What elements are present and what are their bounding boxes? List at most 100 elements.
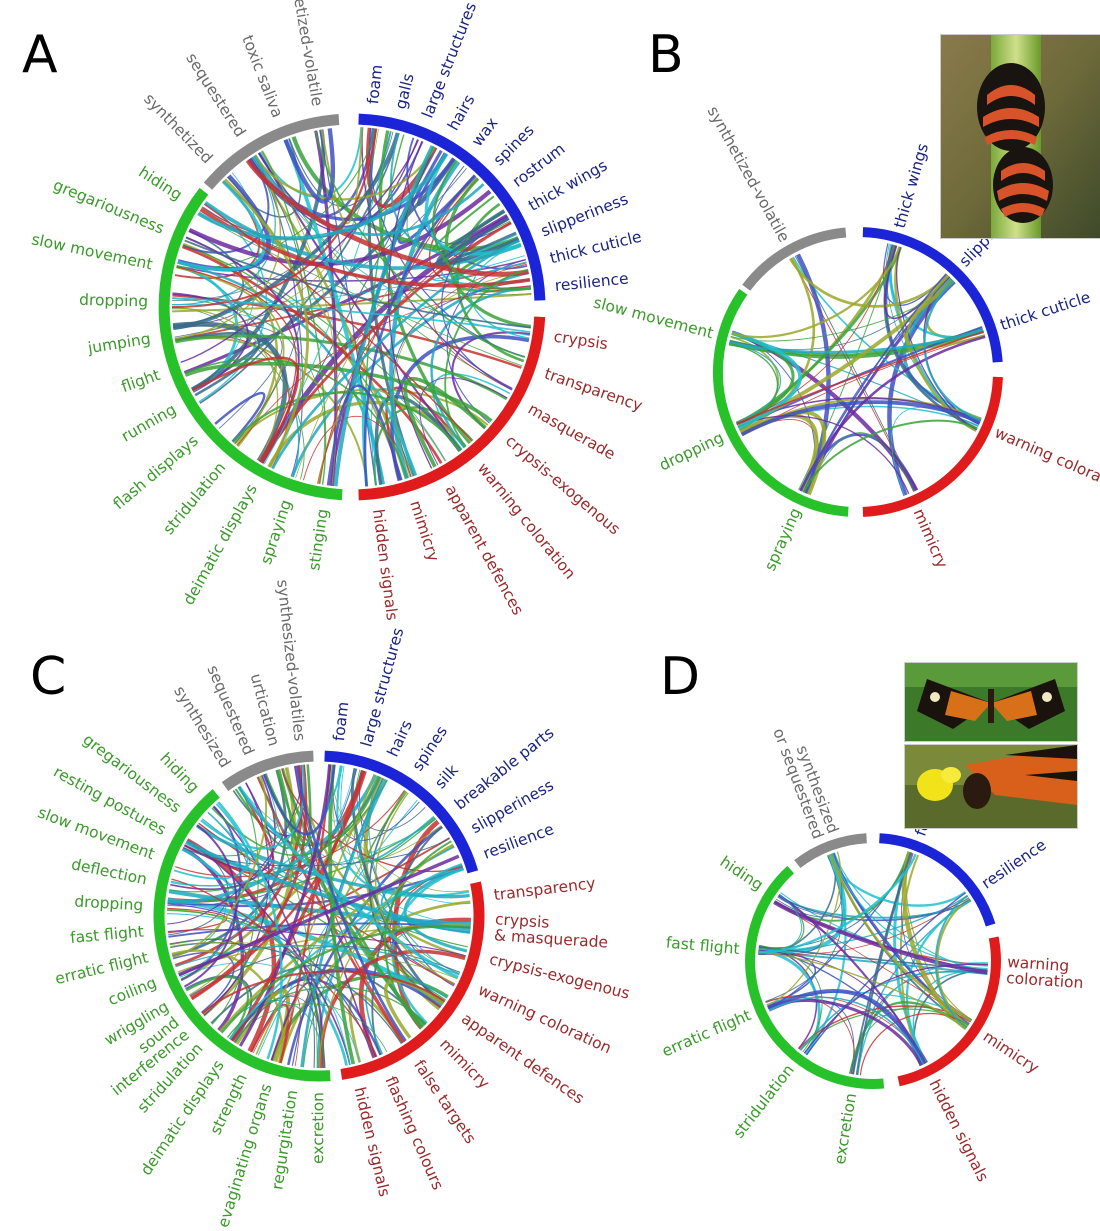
- behavioural-label: spraying: [760, 505, 804, 573]
- structural-label: foam: [329, 701, 351, 742]
- chord-link: [326, 384, 403, 486]
- chord-links: [171, 127, 532, 487]
- chord-link: [740, 400, 981, 437]
- chord-link: [250, 1003, 290, 1063]
- chemical-label: synthetized-volatile: [704, 103, 794, 245]
- chord-link: [859, 1012, 969, 1076]
- behavioural-label: running: [118, 400, 179, 445]
- behavioural-label: fast flight: [69, 922, 144, 946]
- panel-letter-c: C: [30, 647, 66, 707]
- chord-link: [849, 1006, 969, 1074]
- chord-link: [179, 765, 343, 977]
- visual-arc: [340, 881, 485, 1080]
- chord-link: [365, 972, 448, 1055]
- chemical-label: synthetized: [141, 89, 217, 166]
- chord-link: [183, 837, 450, 867]
- chord-link: [403, 866, 468, 953]
- chord-link: [175, 944, 460, 976]
- butterfly-foam-photo: [904, 744, 1078, 829]
- chord-link: [446, 259, 526, 424]
- behavioural-label: dropping: [656, 428, 726, 474]
- chord-link: [430, 285, 532, 449]
- visual-label: hidden signals: [926, 1076, 993, 1184]
- behavioural-arc: [745, 865, 885, 1089]
- visual-label: mimicry: [910, 506, 952, 571]
- behavioural-label: slow movement: [592, 293, 716, 342]
- chord-link: [731, 331, 802, 430]
- chord-link: [172, 297, 531, 333]
- behavioural-label: fast flight: [665, 933, 740, 957]
- chord-link: [171, 949, 284, 1064]
- chord-link: [767, 852, 913, 1009]
- chord-link: [769, 998, 855, 1074]
- chord-link: [287, 825, 443, 1066]
- structural-arc: [358, 113, 546, 301]
- chord-link: [333, 145, 435, 487]
- chord-link: [470, 243, 530, 339]
- chord-link: [234, 1003, 388, 1053]
- behavioural-label: flight: [119, 365, 163, 395]
- visual-label: warning coloration: [992, 423, 1100, 497]
- chord-link: [367, 791, 437, 863]
- chord-link: [314, 130, 526, 358]
- behavioural-label: jumping: [86, 329, 152, 357]
- structural-label: hairs: [444, 91, 478, 133]
- visual-arc: [862, 376, 1003, 517]
- chord-link: [224, 178, 310, 468]
- chord-link: [358, 779, 435, 863]
- chord-link: [263, 131, 392, 465]
- chord-link: [831, 853, 988, 967]
- visual-arc: [897, 936, 1001, 1087]
- panel-letter-a: A: [22, 25, 58, 85]
- chord-link: [167, 929, 466, 957]
- behavioural-label: excretion: [309, 1092, 327, 1164]
- chord-link: [199, 132, 400, 404]
- chord-link: [758, 951, 967, 1029]
- chord-link: [384, 978, 445, 1039]
- visual-label: warningcoloration: [1006, 953, 1085, 992]
- chord-link: [283, 128, 335, 204]
- chord-link: [186, 840, 447, 1001]
- chemical-arc: [794, 833, 867, 869]
- chord-link: [171, 307, 279, 462]
- chord-link: [176, 259, 526, 282]
- chord-link: [934, 894, 969, 1029]
- chord-links: [758, 851, 989, 1076]
- chord-link: [180, 139, 419, 363]
- chord-link: [456, 202, 525, 363]
- chord-link: [275, 764, 312, 846]
- chord-link: [451, 331, 531, 430]
- chord-link: [197, 152, 449, 241]
- chord-link: [887, 279, 956, 497]
- chord-link: [171, 878, 378, 1057]
- chord-link: [378, 130, 472, 445]
- chord-link: [777, 896, 971, 922]
- chord-link: [758, 853, 917, 954]
- structural-label: silk: [431, 761, 462, 792]
- chord-link: [260, 221, 512, 464]
- structural-label: resilience: [554, 269, 629, 295]
- chord-link: [773, 900, 988, 975]
- chord-link: [340, 766, 471, 925]
- chord-link: [176, 266, 297, 462]
- chemical-arc: [203, 114, 340, 190]
- behavioural-label: dropping: [79, 290, 148, 310]
- panel-c: C synthesizedsequesteredurticationsynthe…: [30, 579, 632, 1230]
- chord-link: [388, 140, 433, 469]
- structural-label: wax: [468, 114, 501, 150]
- chord-link: [220, 925, 471, 1034]
- structural-label: resilience: [978, 835, 1049, 892]
- chord-link: [739, 257, 815, 433]
- behavioural-label: hiding: [717, 852, 767, 894]
- chord-link: [238, 774, 278, 830]
- structural-label: foam: [364, 64, 386, 105]
- chord-link: [441, 216, 513, 391]
- behavioural-arc: [158, 187, 343, 501]
- chord-link: [177, 180, 266, 272]
- chord-link: [758, 949, 927, 1064]
- chord-link: [262, 764, 336, 836]
- behavioural-label: spraying: [256, 497, 294, 566]
- chord-link: [768, 996, 925, 1065]
- visual-label: transparency: [542, 364, 645, 414]
- chord-link: [172, 293, 532, 313]
